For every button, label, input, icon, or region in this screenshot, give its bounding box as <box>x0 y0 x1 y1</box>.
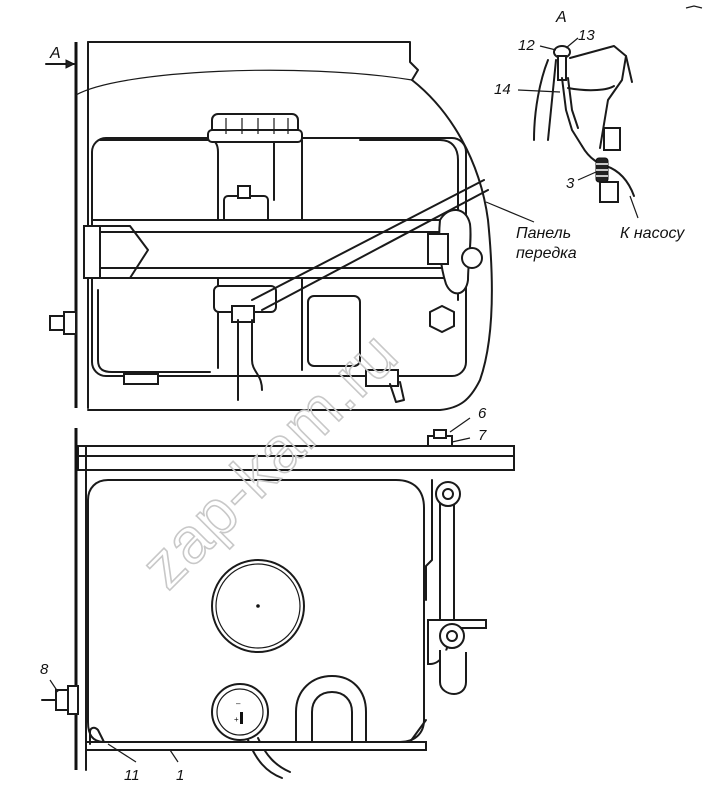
svg-text:–: – <box>236 699 241 708</box>
view-arrow-label: A <box>49 45 61 62</box>
svg-text:+: + <box>234 715 239 724</box>
view-arrow-a: A <box>45 45 76 69</box>
panel-label-line1: Панель <box>516 225 571 242</box>
callout-3: 3 <box>566 175 575 192</box>
callouts: 1 3 6 7 8 11 12 13 14 <box>40 27 595 784</box>
callout-1: 1 <box>176 767 184 784</box>
callout-11: 11 <box>124 767 140 784</box>
callout-7: 7 <box>478 427 487 444</box>
top-view <box>49 41 535 411</box>
callout-14: 14 <box>494 81 511 98</box>
callout-12: 12 <box>518 37 535 54</box>
callout-6: 6 <box>478 405 487 422</box>
panel-label-line2: передка <box>516 245 577 262</box>
callout-8: 8 <box>40 661 49 678</box>
front-view: – + <box>41 417 515 779</box>
view-a-detail: A <box>517 5 703 219</box>
view-a-title: A <box>555 9 567 26</box>
annotations: Панель передка К насосу <box>516 225 685 262</box>
to-pump-label: К насосу <box>620 225 685 242</box>
callout-13: 13 <box>578 27 595 44</box>
